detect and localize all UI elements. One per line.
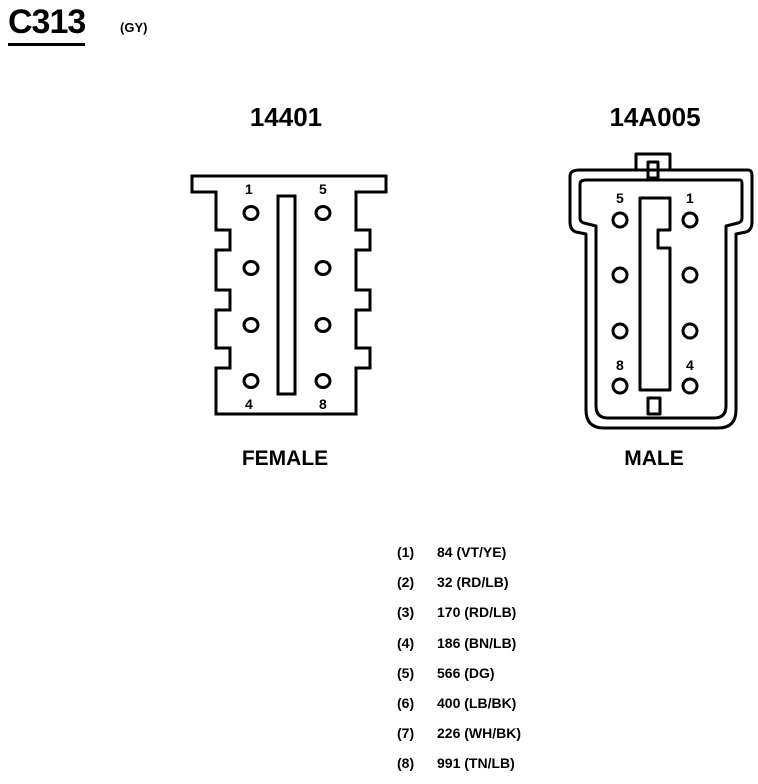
pinout-pin: (1): [397, 544, 415, 560]
female-pin-7: [314, 317, 332, 333]
female-pin-6: [314, 260, 332, 276]
female-pin-4: [242, 373, 260, 389]
female-pin-label-4: 4: [245, 396, 253, 412]
pinout-list: (1) 84 (VT/YE) (2) 32 (RD/LB) (3) 170 (RD/L…: [397, 542, 521, 784]
right-part-number: 14A005: [609, 102, 701, 132]
male-top-latch-window: [646, 160, 660, 180]
male-pin-5: [611, 211, 629, 229]
pinout-circuit: 170 (RD/LB): [437, 604, 517, 621]
male-pin-label-1: 1: [686, 190, 694, 206]
connector-id: C313: [8, 2, 86, 46]
pinout-pin: (6): [397, 694, 415, 711]
male-pin-label-5: 5: [616, 190, 624, 206]
male-pin-3: [681, 322, 699, 340]
pinout-circuit: 84 (VT/YE): [437, 544, 507, 560]
pinout-pin: (5): [397, 664, 415, 681]
pinout-row: (8) 991 (TN/LB): [397, 753, 521, 783]
connector-color-code: (GY): [120, 20, 148, 35]
pinout-pin: (8): [397, 755, 415, 772]
female-pin-label-1: 1: [245, 181, 253, 197]
pinout-row: (2) 32 (RD/LB): [397, 572, 521, 602]
pinout-pin: (4): [397, 634, 415, 651]
female-pin-2: [242, 260, 260, 276]
pinout-circuit: 186 (BN/LB): [437, 634, 517, 651]
right-gender-label: MALE: [624, 447, 684, 470]
male-pin-7: [611, 322, 629, 340]
female-connector-outline: [190, 174, 388, 416]
male-connector-outer-shell: [568, 168, 754, 430]
connector-header: C313: [8, 2, 86, 46]
male-bottom-key: [646, 396, 662, 416]
male-top-latch: [634, 152, 672, 170]
left-part-number: 14401: [249, 102, 323, 132]
female-center-slot: [276, 194, 297, 396]
left-gender-label: FEMALE: [241, 447, 329, 470]
pinout-row: (5) 566 (DG): [397, 663, 521, 693]
female-pin-3: [242, 317, 260, 333]
female-pin-5: [314, 205, 332, 221]
male-pin-label-4: 4: [686, 357, 694, 373]
pinout-circuit: 991 (TN/LB): [437, 755, 515, 772]
pinout-circuit: 566 (DG): [437, 664, 495, 681]
pinout-row: (3) 170 (RD/LB): [397, 602, 521, 632]
pinout-row: (6) 400 (LB/BK): [397, 693, 521, 723]
pinout-circuit: 400 (LB/BK): [437, 694, 517, 711]
pinout-pin: (2): [397, 574, 415, 591]
pinout-pin: (3): [397, 604, 415, 621]
female-pin-1: [242, 205, 260, 221]
female-pin-label-8: 8: [319, 396, 327, 412]
pinout-circuit: 32 (RD/LB): [437, 574, 509, 591]
male-connector-inner-shell: [578, 178, 744, 420]
pinout-pin: (7): [397, 725, 415, 742]
pinout-row: (4) 186 (BN/LB): [397, 633, 521, 663]
pinout-row: (7) 226 (WH/BK): [397, 723, 521, 753]
pinout-row: (1) 84 (VT/YE): [397, 542, 521, 572]
male-pin-2: [681, 266, 699, 284]
male-pin-6: [611, 266, 629, 284]
male-pin-label-8: 8: [616, 357, 624, 373]
male-pin-8: [611, 377, 629, 395]
female-pin-label-5: 5: [319, 181, 327, 197]
male-key-channel: [638, 196, 672, 392]
male-pin-4: [681, 377, 699, 395]
male-pin-1: [681, 211, 699, 229]
female-pin-8: [314, 373, 332, 389]
pinout-circuit: 226 (WH/BK): [437, 725, 522, 742]
